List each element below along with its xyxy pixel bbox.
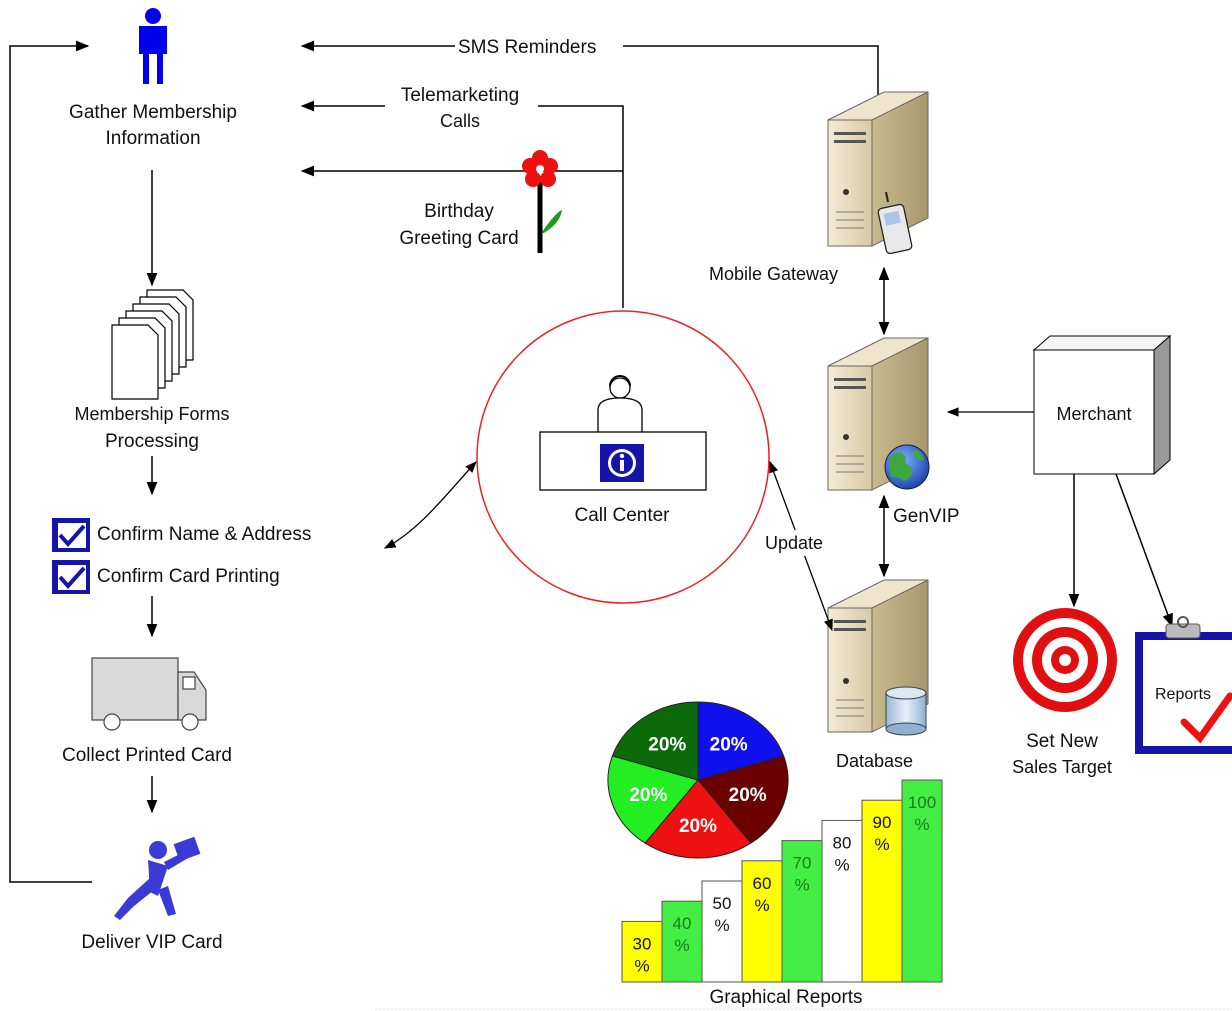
bar-value-unit: % — [834, 855, 849, 874]
bar-value-unit: % — [914, 815, 929, 834]
bar — [861, 799, 903, 983]
confirm-call-center-arrow — [383, 461, 477, 549]
call-center-label: Call Center — [574, 505, 670, 526]
bar-value-label: 50 — [713, 894, 732, 913]
bar-value-unit: % — [674, 936, 689, 955]
bar-value-label: 60 — [753, 874, 772, 893]
forms-label: Membership Forms — [74, 404, 229, 424]
sales-target-label: Set New — [1026, 731, 1098, 752]
truck-icon — [91, 657, 207, 731]
mobile-gateway-server-icon — [827, 91, 929, 247]
pie-slice-label: 20% — [679, 816, 717, 837]
clipboard-icon — [1135, 616, 1232, 754]
forms-label-2: Processing — [105, 431, 199, 452]
bar — [701, 880, 743, 983]
info-icon — [600, 444, 644, 482]
update-label: Update — [765, 533, 823, 553]
mobile-gateway-label: Mobile Gateway — [709, 264, 838, 284]
bar-value-unit: % — [754, 896, 769, 915]
pie-chart: 20% 20% 20% 20% 20% — [607, 701, 789, 859]
telemarketing-label: Telemarketing — [401, 85, 519, 106]
genvip-label: GenVIP — [893, 506, 960, 527]
bar-value-unit: % — [874, 835, 889, 854]
pie-slice-label: 20% — [710, 734, 748, 755]
graphical-reports-label: Graphical Reports — [709, 987, 862, 1008]
sms-label: SMS Reminders — [458, 37, 596, 58]
merchant-box — [1032, 334, 1172, 476]
bar — [901, 779, 943, 983]
bar-value-label: 80 — [833, 833, 852, 852]
pie-slice — [697, 701, 785, 781]
delivery-person-icon — [114, 836, 201, 920]
loop-back-connector — [9, 40, 92, 883]
gather-label: Gather Membership — [69, 102, 237, 123]
target-icon — [1013, 608, 1117, 712]
telemarketing-label-2: Calls — [440, 111, 480, 131]
birthday-label: Birthday — [424, 201, 494, 222]
database-cylinder-icon — [885, 686, 927, 736]
checkbox-icon — [52, 518, 90, 552]
bar-value-unit: % — [714, 916, 729, 935]
merchant-reports-arrow — [1115, 473, 1173, 628]
checkbox-icon — [52, 560, 90, 594]
bar-chart: 30% 40% 50% 60% 70% 80% 90% 100% — [621, 779, 943, 983]
bar-value-label: 90 — [873, 813, 892, 832]
pie-slice — [611, 701, 699, 781]
document-stack-icon — [111, 289, 194, 400]
bar — [781, 840, 823, 983]
pie-slice — [607, 755, 699, 844]
bar — [741, 860, 783, 983]
pie-slice-label: 20% — [729, 785, 767, 806]
flower-icon — [522, 150, 562, 253]
call-center-circle — [476, 310, 770, 604]
bar-value-unit: % — [794, 876, 809, 895]
call-center-connector — [538, 105, 624, 308]
mobile-phone-icon — [877, 191, 913, 255]
sales-target-label-2: Sales Target — [1012, 757, 1112, 777]
collect-label: Collect Printed Card — [62, 745, 232, 766]
pie-slice-label: 20% — [629, 785, 667, 806]
bar-value-unit: % — [634, 956, 649, 975]
reports-label: Reports — [1155, 686, 1211, 703]
person-icon — [139, 8, 167, 84]
pie-slice — [697, 755, 789, 844]
bar-value-label: 40 — [673, 914, 692, 933]
bar-value-label: 70 — [793, 854, 812, 873]
sms-connector — [623, 45, 879, 97]
birthday-label-2: Greeting Card — [399, 228, 518, 249]
deliver-label: Deliver VIP Card — [81, 932, 222, 953]
pie-slice — [644, 779, 752, 859]
bar-value-label: 30 — [633, 934, 652, 953]
merchant-label: Merchant — [1056, 404, 1131, 424]
confirm-name-label: Confirm Name & Address — [97, 524, 311, 545]
gather-label-2: Information — [105, 128, 200, 149]
bar — [621, 920, 663, 983]
globe-icon — [884, 444, 930, 490]
pie-slice-label: 20% — [648, 734, 686, 755]
database-label: Database — [836, 751, 913, 771]
bar-value-label: 100 — [908, 793, 936, 812]
confirm-print-label: Confirm Card Printing — [97, 566, 280, 587]
bar — [821, 819, 863, 983]
